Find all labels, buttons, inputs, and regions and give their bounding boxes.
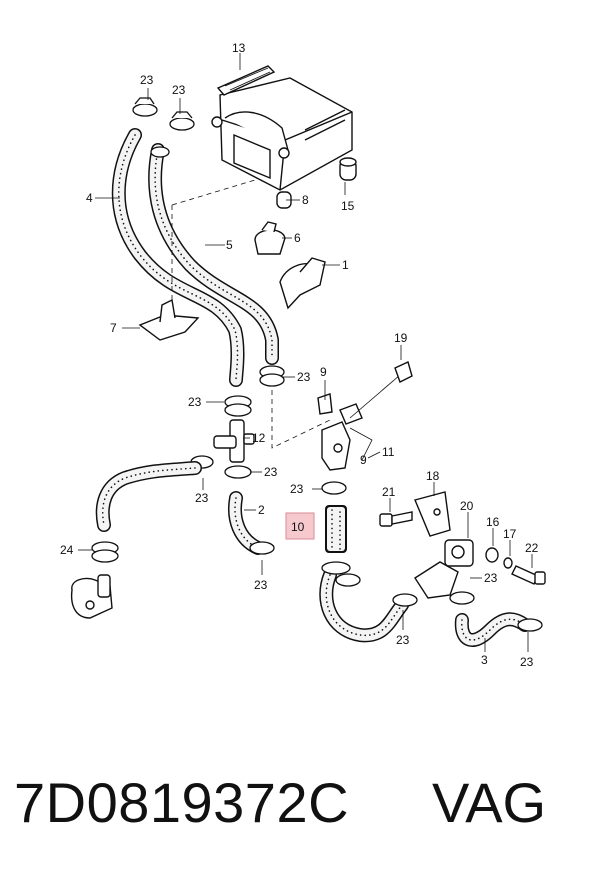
clamp-centre-lower (224, 465, 252, 479)
bracket-18 (414, 491, 451, 537)
hose-10 (325, 505, 347, 553)
hose-clamp-top-left (132, 97, 158, 117)
clamp-hose-5-bottom (259, 365, 285, 387)
seal-strip (216, 65, 276, 96)
part-number: 7D0819372C (14, 771, 350, 834)
clip-1 (279, 257, 326, 310)
callout-23: 23 (172, 83, 186, 97)
callout-12: 12 (252, 431, 266, 445)
parts-diagram: 13 23 23 4 8 15 6 5 1 7 19 9 23 23 12 11… (60, 41, 546, 669)
callout-18: 18 (426, 469, 440, 483)
guide-line-3 (271, 390, 331, 449)
clamp-hose-10-bottom (321, 561, 361, 587)
grommet-15 (339, 157, 357, 181)
hose-3 (454, 612, 532, 647)
washer-16 (485, 547, 499, 563)
clamp-middle-right (392, 593, 418, 607)
brand-name: VAG (432, 771, 547, 834)
hose-left-lower (95, 461, 202, 532)
washer-17 (503, 557, 513, 569)
callout-19: 19 (394, 331, 408, 345)
clamp-hose-3-left (449, 591, 475, 605)
coupling-left (70, 574, 113, 619)
callout-23: 23 (195, 491, 209, 505)
valve-body (414, 539, 474, 599)
callout-23: 23 (297, 370, 311, 384)
callout-23: 23 (140, 73, 154, 87)
callout-7: 7 (110, 321, 117, 335)
callout-8: 8 (302, 193, 309, 207)
hose-clamp-top-right (169, 111, 195, 131)
footer: 7D0819372C VAG (0, 760, 600, 870)
clamp-hose-3-right (517, 618, 543, 632)
valve-11 (321, 403, 363, 471)
leader-lines (78, 53, 533, 652)
callout-23: 23 (396, 633, 410, 647)
callout-13: 13 (232, 41, 246, 55)
callout-20: 20 (460, 499, 474, 513)
clip-6 (254, 221, 286, 255)
callout-23: 23 (264, 465, 278, 479)
callout-2: 2 (258, 503, 265, 517)
guide-line-2 (171, 179, 256, 206)
callout-10: 10 (291, 520, 305, 534)
callout-23: 23 (254, 578, 268, 592)
t-piece-12 (213, 419, 255, 463)
hose-middle-lower (319, 568, 409, 643)
callout-10-highlight (285, 512, 315, 540)
bolt-21 (379, 511, 413, 527)
callout-22: 22 (525, 541, 539, 555)
callout-16: 16 (486, 515, 500, 529)
hose-end-5-top (150, 146, 170, 158)
clamp-hose-10-top (321, 481, 347, 495)
callout-23: 23 (290, 482, 304, 496)
hose-2 (228, 491, 265, 555)
callout-24: 24 (60, 543, 74, 557)
callout-15: 15 (341, 199, 355, 213)
callout-11: 11 (382, 445, 395, 459)
clamp-hose-2 (249, 541, 275, 555)
callout-4: 4 (86, 191, 93, 205)
hose-4 (111, 128, 245, 387)
heater-housing (211, 77, 353, 191)
bolt-22 (511, 565, 546, 585)
callout-5: 5 (226, 238, 233, 252)
hose-5 (148, 143, 279, 365)
callout-23: 23 (520, 655, 534, 669)
clip-9 (317, 393, 333, 415)
callout-21: 21 (382, 485, 396, 499)
bracket-7 (138, 298, 200, 341)
callout-3: 3 (481, 653, 488, 667)
callout-17: 17 (503, 527, 517, 541)
callout-9: 9 (320, 365, 327, 379)
callout-23: 23 (484, 571, 498, 585)
callout-9: 9 (360, 453, 367, 467)
callout-23: 23 (188, 395, 202, 409)
clamp-24 (91, 541, 119, 563)
clamp-centre-upper (224, 395, 252, 417)
callout-6: 6 (294, 231, 301, 245)
cable-19 (349, 361, 413, 419)
callout-1: 1 (342, 258, 349, 272)
